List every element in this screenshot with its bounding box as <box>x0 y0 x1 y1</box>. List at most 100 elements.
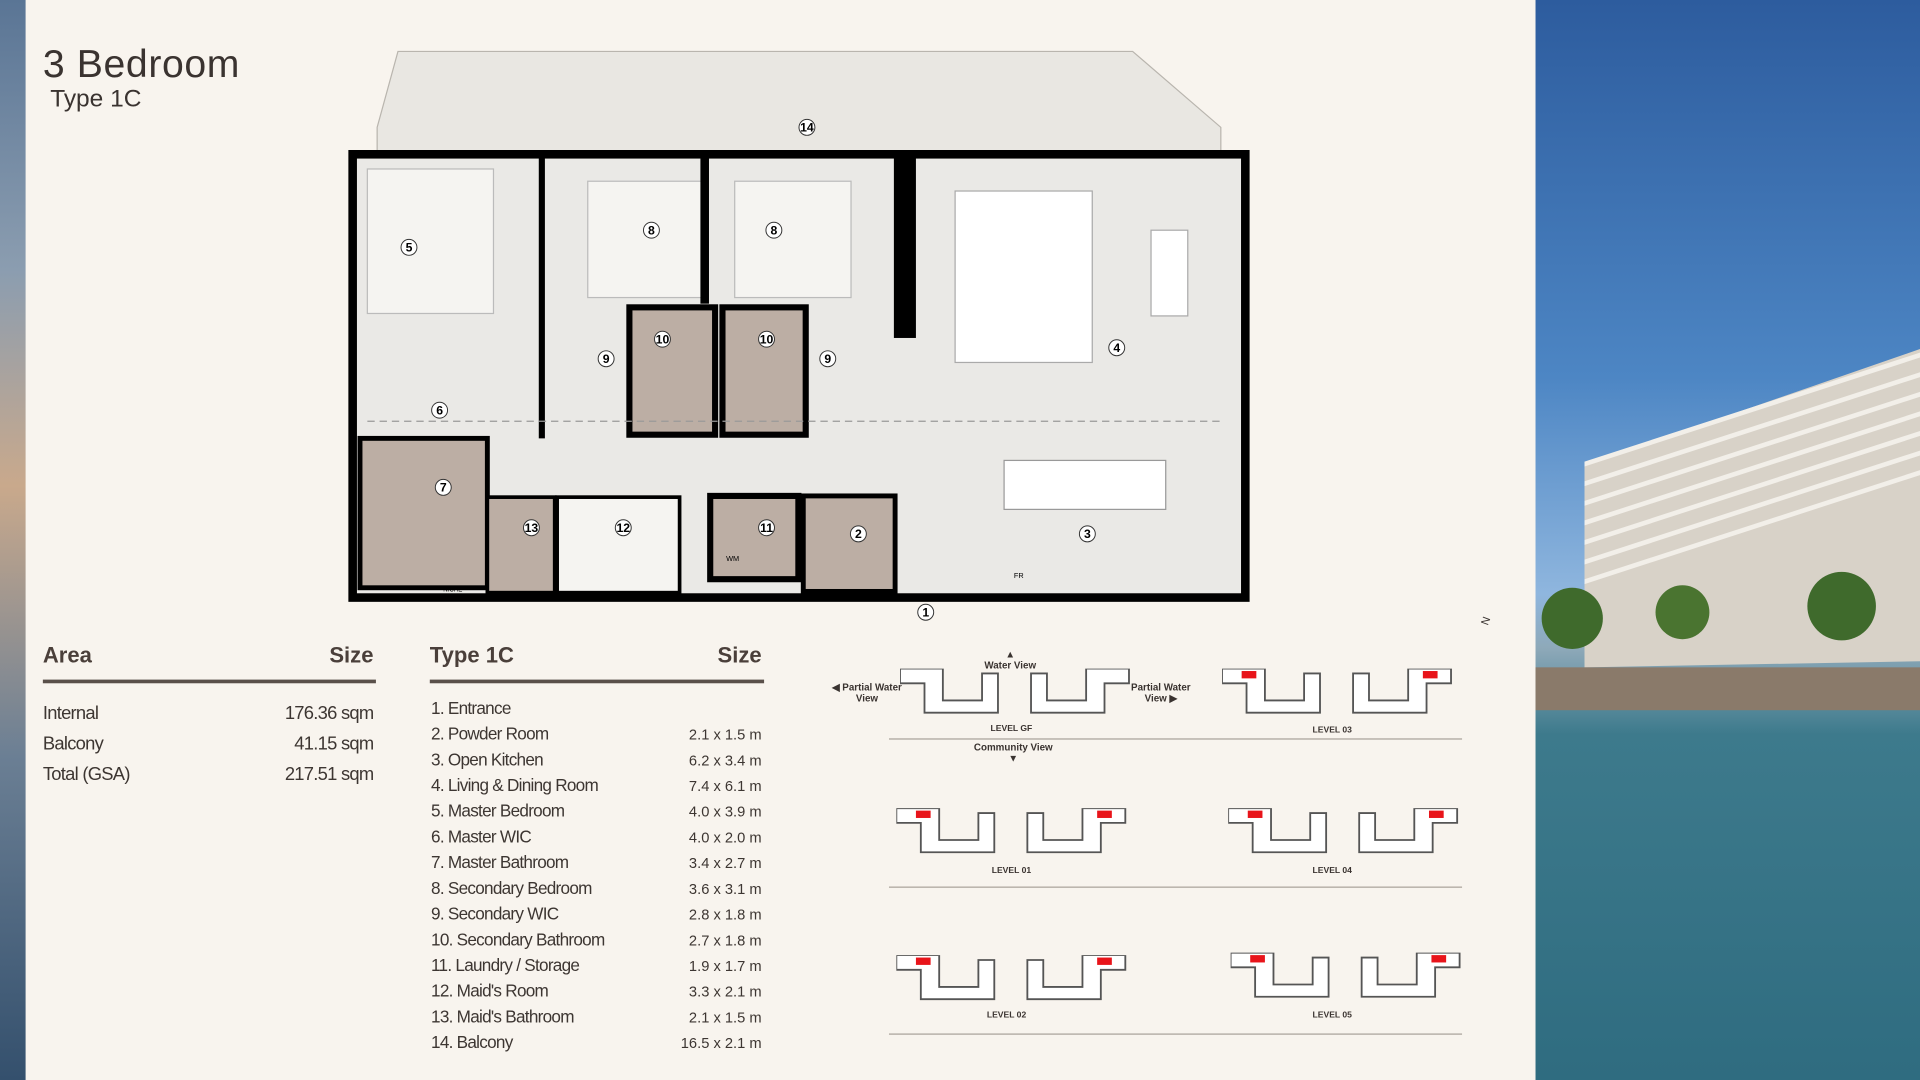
room-number-marker <box>431 401 449 419</box>
room-number-marker <box>765 221 783 239</box>
level-label: LEVEL 01 <box>991 866 1032 876</box>
room-row-label: 9. Secondary WIC <box>431 903 559 924</box>
room-number: 2 <box>855 527 862 541</box>
room-number-marker <box>758 519 775 537</box>
room-row-size: 16.5 x 2.1 m <box>680 1034 762 1052</box>
level-label: LEVEL 03 <box>1312 726 1352 735</box>
room-number-marker <box>1078 525 1096 543</box>
room-number: 14 <box>800 121 814 135</box>
room-number-marker <box>434 478 452 496</box>
room-row-label: 14. Balcony <box>431 1032 513 1052</box>
powder-room <box>800 493 898 594</box>
room-number: 8 <box>770 223 777 237</box>
rooms-size-header: Size <box>717 642 762 668</box>
divider <box>888 1033 1463 1035</box>
maid-bath <box>485 495 557 595</box>
room-number: 10 <box>760 332 774 346</box>
level-label: LEVEL 02 <box>986 1011 1027 1021</box>
room-row-size: 3.4 x 2.7 m <box>688 854 762 872</box>
room-row-label: 5. Master Bedroom <box>431 800 565 821</box>
building-wing-plan <box>1030 668 1130 714</box>
page-subtitle: Type 1C <box>50 85 142 113</box>
room-row-label: 12. Maid's Room <box>431 980 549 1001</box>
niche-label: NICHE <box>443 586 462 593</box>
laundry <box>707 492 802 583</box>
building-floor-slab <box>1584 352 1920 467</box>
room-number: 10 <box>656 332 670 346</box>
room-row-size: 4.0 x 3.9 m <box>688 803 762 821</box>
balcony <box>376 50 1222 152</box>
building-floor-slab <box>1584 411 1920 526</box>
room-row-size: 1.9 x 1.7 m <box>688 957 762 975</box>
page-title: 3 Bedroom <box>42 41 241 86</box>
divider <box>888 738 1463 740</box>
unit-highlight <box>1241 671 1257 679</box>
bathroom-10a <box>626 304 719 438</box>
type-header: Type 1C <box>429 642 514 668</box>
area-row-value: 176.36 sqm <box>284 702 374 724</box>
room-row-label: 2. Powder Room <box>431 723 549 744</box>
room-number: 6 <box>436 403 443 417</box>
room-row-label: 6. Master WIC <box>431 826 532 847</box>
unit-highlight <box>1431 955 1447 963</box>
room-number: 9 <box>603 352 610 366</box>
room-number-marker <box>400 238 418 256</box>
building-floor-slab <box>1584 470 1920 585</box>
room-number: 7 <box>440 481 447 495</box>
room-number-marker <box>597 350 615 368</box>
water-view-label: ▲Water View <box>984 648 1037 672</box>
building-wing-plan <box>1358 808 1459 854</box>
room-number-marker <box>522 519 540 537</box>
building-illustration <box>1535 348 1920 711</box>
master-bath <box>357 435 490 591</box>
building-wing-plan <box>1228 808 1328 854</box>
room-number-marker <box>819 350 837 368</box>
room-number-marker <box>798 118 816 136</box>
unit-highlight <box>1097 810 1112 818</box>
community-view-label: Community View▼ <box>973 742 1053 765</box>
room-number-marker <box>1108 339 1126 357</box>
room-number: 4 <box>1113 341 1120 355</box>
room-number: 13 <box>525 521 539 535</box>
level-label: LEVEL 04 <box>1312 866 1352 876</box>
divider <box>429 679 765 684</box>
building-wing-plan <box>896 808 996 854</box>
room-number: 11 <box>760 521 773 535</box>
room-row-size: 2.1 x 1.5 m <box>688 726 762 744</box>
room-row-size: 2.8 x 1.8 m <box>688 906 762 924</box>
partial-left-label: ◀ Partial Water View <box>832 682 902 705</box>
background-photo-strip <box>0 0 26 1080</box>
unit-highlight <box>1250 955 1265 963</box>
room-row-label: 3. Open Kitchen <box>431 749 544 769</box>
room-row-size: 2.7 x 1.8 m <box>688 931 762 949</box>
divider <box>888 886 1463 888</box>
room-row-size: 2.1 x 1.5 m <box>688 1008 762 1027</box>
area-row-label: Balcony <box>42 733 104 755</box>
building-floor-slab <box>1584 372 1920 487</box>
room-row-label: 8. Secondary Bedroom <box>431 877 592 898</box>
fr-label: FR <box>1014 571 1024 580</box>
level-label: LEVEL 05 <box>1312 1011 1352 1021</box>
room-number: 1 <box>922 606 929 620</box>
room-row-label: 1. Entrance <box>431 697 511 718</box>
bathroom-10b <box>719 304 809 438</box>
building-wing-plan <box>896 955 996 1001</box>
room-number: 3 <box>1084 527 1091 541</box>
room-row-size: 6.2 x 3.4 m <box>688 751 762 769</box>
building-wing-plan <box>1230 952 1330 998</box>
unit-highlight <box>915 810 931 818</box>
room-row-size: 4.0 x 2.0 m <box>688 828 762 847</box>
room-number: 9 <box>824 352 831 366</box>
room-number: 8 <box>648 223 655 237</box>
room-number-marker <box>654 330 671 348</box>
partial-right-label: Partial Water View ▶ <box>1131 682 1191 705</box>
building-floor-slab <box>1584 450 1920 565</box>
building-wing-plan <box>1360 952 1461 998</box>
building-rendering-photo <box>1535 0 1920 1080</box>
divider <box>42 679 376 684</box>
building-wing-plan <box>1352 668 1452 714</box>
room-row-label: 4. Living & Dining Room <box>431 775 599 795</box>
room-row-size: 3.3 x 2.1 m <box>688 983 762 1001</box>
unit-highlight <box>1247 810 1263 818</box>
